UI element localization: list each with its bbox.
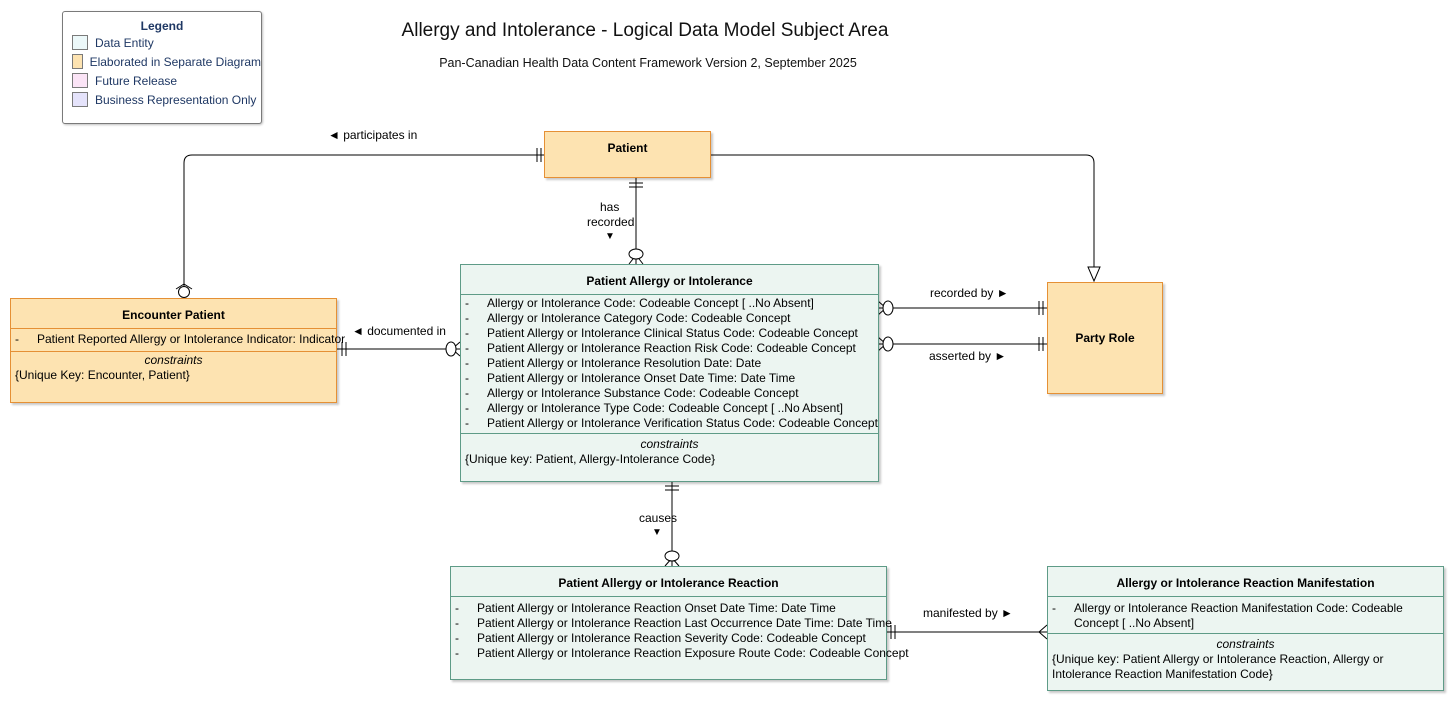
entity-patient[interactable]: Patient: [544, 131, 711, 178]
label-causes: causes: [639, 511, 678, 525]
attribute-list: Allergy or Intolerance Code: Codeable Co…: [461, 294, 878, 433]
constraints-label: constraints: [1216, 637, 1275, 651]
entity-title: Allergy or Intolerance Reaction Manifest…: [1116, 576, 1375, 590]
legend-item-elaborated: Elaborated in Separate Diagram: [72, 52, 261, 71]
constraints-label: constraints: [144, 353, 203, 367]
label-documented-in: ◄ documented in: [352, 324, 446, 338]
attribute: Patient Allergy or Intolerance Reaction …: [451, 616, 892, 631]
constraints-section: constraints {Unique key: Patient, Allerg…: [461, 433, 878, 467]
attribute: Allergy or Intolerance Type Code: Codeab…: [461, 401, 878, 416]
constraints-section: constraints {Unique key: Patient Allergy…: [1048, 633, 1443, 682]
label-causes-arrow: ▼: [652, 527, 662, 538]
entity-title: Patient: [607, 141, 648, 155]
attribute-list: Patient Reported Allergy or Intolerance …: [11, 328, 345, 351]
legend-title: Legend: [140, 19, 184, 33]
attribute: Patient Allergy or Intolerance Reaction …: [461, 341, 878, 356]
legend-swatch: [72, 54, 83, 69]
attribute: Allergy or Intolerance Reaction Manifest…: [1048, 601, 1443, 631]
attribute: Allergy or Intolerance Category Code: Co…: [461, 311, 878, 326]
attribute-list: Patient Allergy or Intolerance Reaction …: [451, 596, 909, 663]
attribute: Patient Allergy or Intolerance Reaction …: [451, 631, 886, 646]
entity-title: Party Role: [1075, 331, 1135, 345]
legend-label: Future Release: [95, 73, 178, 88]
legend-item-future-release: Future Release: [72, 71, 261, 90]
attribute: Patient Allergy or Intolerance Reaction …: [451, 646, 909, 661]
attribute: Patient Allergy or Intolerance Verificat…: [461, 416, 878, 431]
label-has-recorded-2: recorded: [587, 215, 635, 229]
entity-title: Patient Allergy or Intolerance Reaction: [558, 576, 779, 590]
constraints-label: constraints: [640, 437, 699, 451]
entity-encounter-patient[interactable]: Encounter Patient Patient Reported Aller…: [10, 298, 345, 403]
attribute-list: Allergy or Intolerance Reaction Manifest…: [1048, 596, 1443, 633]
diagram-subtitle: Pan-Canadian Health Data Content Framewo…: [439, 56, 857, 70]
legend-swatch: [72, 73, 88, 88]
entity-title: Patient Allergy or Intolerance: [586, 274, 753, 288]
attribute: Allergy or Intolerance Code: Codeable Co…: [461, 296, 878, 311]
legend-label: Business Representation Only: [95, 92, 257, 107]
attribute: Patient Reported Allergy or Intolerance …: [11, 330, 345, 349]
legend-swatch: [72, 92, 88, 107]
label-manifested-by: manifested by ►: [923, 606, 1013, 620]
attribute: Patient Allergy or Intolerance Reaction …: [451, 601, 886, 616]
legend-label: Data Entity: [95, 35, 154, 50]
entity-patient-allergy-or-intolerance[interactable]: Patient Allergy or Intolerance Allergy o…: [460, 264, 879, 482]
entity-patient-allergy-or-intolerance-reaction[interactable]: Patient Allergy or Intolerance Reaction …: [450, 566, 909, 680]
label-has-recorded-1: has: [600, 200, 620, 214]
attribute: Patient Allergy or Intolerance Clinical …: [461, 326, 878, 341]
entity-title: Encounter Patient: [122, 308, 225, 322]
label-recorded-by: recorded by ►: [930, 286, 1009, 300]
constraint: {Unique key: Patient Allergy or Intolera…: [1052, 652, 1384, 681]
attribute: Patient Allergy or Intolerance Onset Dat…: [461, 371, 878, 386]
legend-label: Elaborated in Separate Diagram: [89, 54, 261, 69]
legend-item-data-entity: Data Entity: [72, 33, 261, 52]
constraint: {Unique Key: Encounter, Patient}: [15, 368, 190, 382]
legend-swatch: [72, 35, 88, 50]
constraint: {Unique key: Patient, Allergy-Intoleranc…: [465, 452, 716, 466]
constraints-section: constraints {Unique Key: Encounter, Pati…: [11, 351, 336, 383]
label-participates-in: ◄ participates in: [328, 128, 418, 142]
attribute: Patient Allergy or Intolerance Resolutio…: [461, 356, 878, 371]
diagram-title: Allergy and Intolerance - Logical Data M…: [401, 20, 889, 41]
line-generalization-party-role: [711, 154, 1095, 267]
legend-item-business-only: Business Representation Only: [72, 90, 261, 109]
attribute: Allergy or Intolerance Substance Code: C…: [461, 386, 878, 401]
entity-party-role[interactable]: Party Role: [1047, 282, 1163, 394]
line-participates-in: [183, 154, 544, 298]
label-has-recorded-arrow: ▼: [605, 231, 615, 242]
entity-allergy-or-intolerance-reaction-manifestation[interactable]: Allergy or Intolerance Reaction Manifest…: [1047, 566, 1444, 691]
label-asserted-by: asserted by ►: [929, 349, 1007, 363]
legend: Legend Data Entity Elaborated in Separat…: [62, 11, 262, 124]
